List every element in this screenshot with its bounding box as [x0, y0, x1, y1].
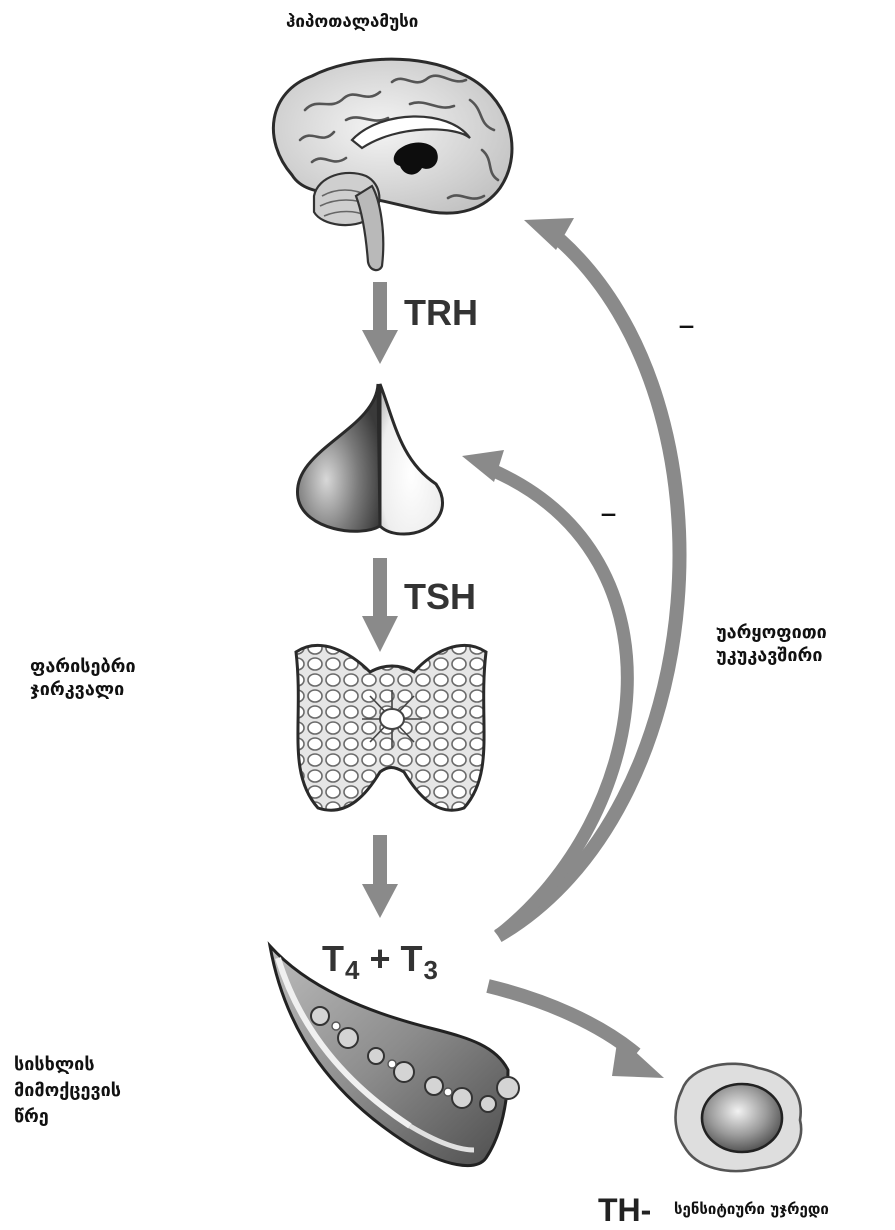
brain-illustration — [273, 59, 512, 270]
t3-subscript: 3 — [423, 957, 437, 985]
negative-feedback-sign-hypothalamus: – — [678, 304, 695, 347]
t4-plus-t3-label: T4 + T3 — [322, 936, 438, 981]
negative-feedback-label: უარყოფითი უკუკავშირი — [716, 622, 827, 667]
sensitive-cells-label: სენსიტიური უჯრედი — [674, 1200, 829, 1219]
t4-t3-down-arrow — [362, 835, 398, 918]
negative-feedback-sign-pituitary: – — [600, 492, 617, 535]
target-cell-illustration — [676, 1064, 802, 1171]
tsh-label: TSH — [404, 574, 476, 619]
t4-subscript: 4 — [345, 957, 359, 985]
plus-sign: + — [369, 938, 390, 979]
tsh-down-arrow — [362, 558, 398, 652]
thyroid-gland-label: ფარისებრი ჯირკვალი — [30, 656, 136, 701]
hormone-to-cell-arrow — [488, 986, 664, 1078]
th-label: TH- — [598, 1190, 651, 1230]
trh-down-arrow — [362, 282, 398, 364]
pituitary-gland-illustration — [297, 384, 442, 534]
blood-circulation-label: სისხლის მიმოქცევის წრე — [14, 1052, 121, 1130]
thyroid-gland-illustration — [296, 645, 486, 810]
trh-label: TRH — [404, 290, 478, 335]
t3-letter: T — [400, 938, 422, 979]
t4-letter: T — [322, 938, 344, 979]
hypothalamus-label: ჰიპოთალამუსი — [286, 12, 418, 33]
